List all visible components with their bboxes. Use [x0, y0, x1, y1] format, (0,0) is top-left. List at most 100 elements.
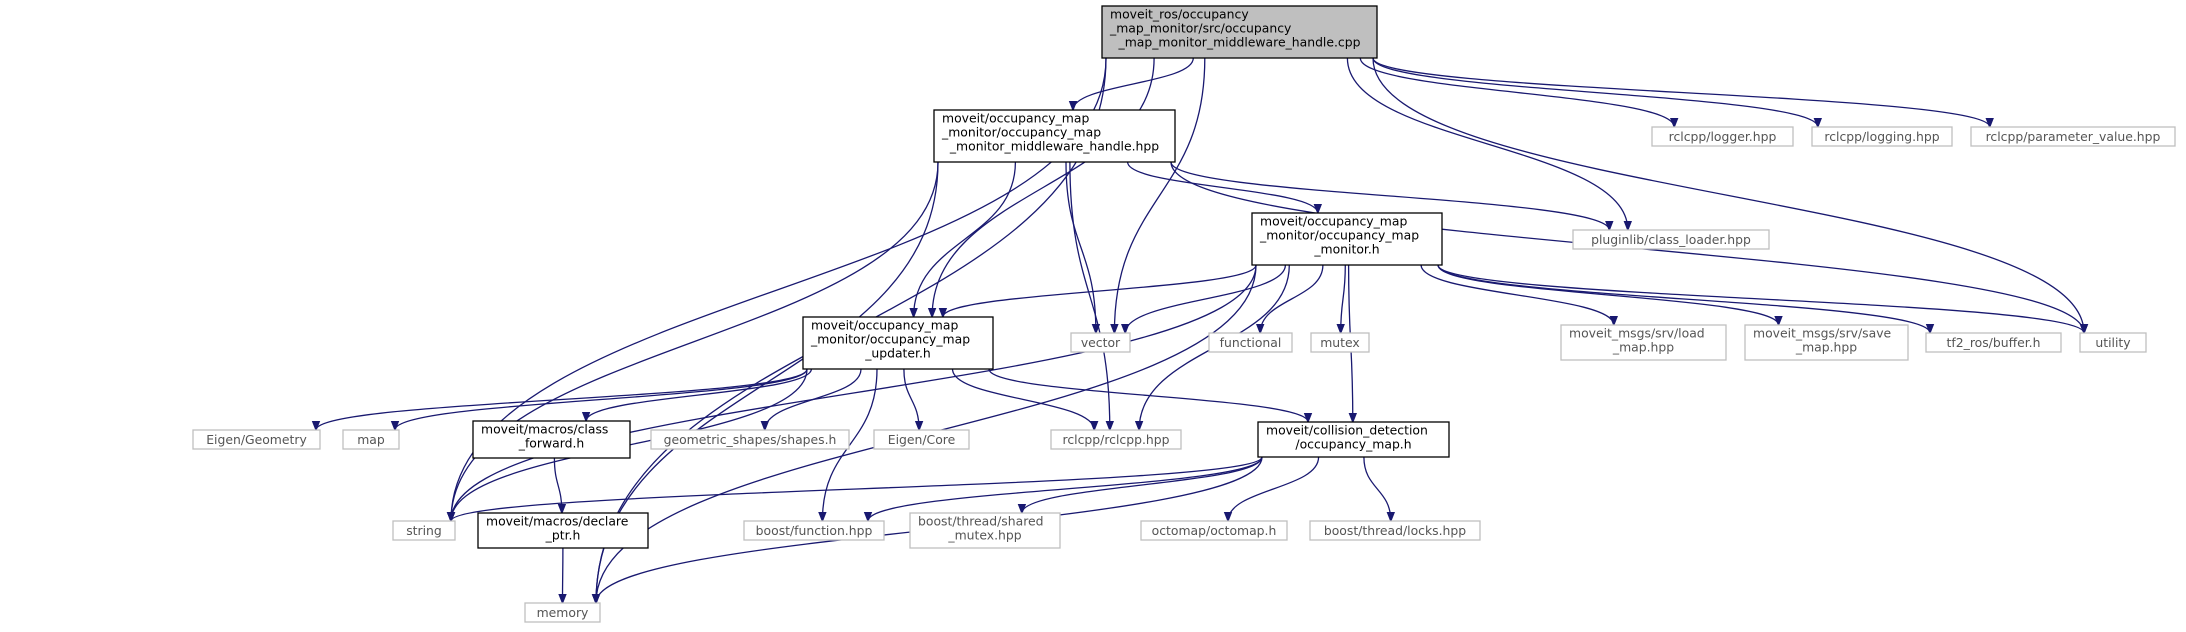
edge-root-to-logging: [1372, 57, 1818, 127]
node-box: [743, 520, 885, 541]
node-savemap[interactable]: moveit_msgs/srv/save_map.hpp: [1744, 324, 1909, 361]
node-functional[interactable]: functional: [1208, 332, 1293, 353]
edge-root-to-classloader: [1346, 57, 1627, 230]
node-label: moveit/macros/class: [481, 422, 608, 437]
edge-occmap-to-octomap: [1228, 456, 1320, 521]
node-label: geometric_shapes/shapes.h: [664, 432, 837, 447]
node-box: [1070, 332, 1131, 353]
node-box: [1310, 332, 1370, 353]
node-eigencore[interactable]: Eigen/Core: [873, 429, 970, 450]
node-label: functional: [1220, 335, 1282, 350]
node-box: [933, 109, 1176, 163]
edge-mwh-to-updater: [914, 161, 1017, 317]
node-map[interactable]: map: [342, 429, 400, 450]
node-label-cont: _map_monitor/src/occupancy: [1109, 21, 1291, 36]
node-rclcpp[interactable]: rclcpp/rclcpp.hpp: [1050, 429, 1182, 450]
edge-occmap-to-boostfunc: [868, 456, 1263, 521]
node-label: string: [406, 523, 442, 538]
node-label: rclcpp/logger.hpp: [1669, 129, 1777, 144]
node-updater[interactable]: moveit/occupancy_map_monitor/occupancy_m…: [802, 316, 994, 370]
node-logger[interactable]: rclcpp/logger.hpp: [1651, 126, 1794, 147]
node-box: [1251, 212, 1443, 266]
node-tf2buffer[interactable]: tf2_ros/buffer.h: [1925, 332, 2062, 353]
node-octomap[interactable]: octomap/octomap.h: [1140, 520, 1288, 541]
node-label: vector: [1081, 335, 1121, 350]
node-label: moveit/occupancy_map: [811, 318, 958, 333]
node-shapes[interactable]: geometric_shapes/shapes.h: [650, 429, 850, 450]
node-mutex[interactable]: mutex: [1310, 332, 1370, 353]
edge-root-to-logger: [1359, 57, 1674, 127]
edge-root-to-mwh: [1073, 57, 1194, 110]
node-box: [1560, 324, 1727, 361]
node-mwh[interactable]: moveit/occupancy_map_monitor/occupancy_m…: [933, 109, 1176, 163]
node-box: [1257, 421, 1450, 458]
node-label: boost/thread/shared: [918, 514, 1044, 529]
node-classfwd[interactable]: moveit/macros/class_forward.h: [472, 420, 631, 459]
node-label: Eigen/Core: [888, 432, 955, 447]
node-box: [524, 602, 601, 623]
node-label: moveit/occupancy_map: [1260, 214, 1407, 229]
node-loadmap[interactable]: moveit_msgs/srv/load_map.hpp: [1560, 324, 1727, 361]
node-label: mutex: [1320, 335, 1360, 350]
node-occmap[interactable]: moveit/collision_detection/occupancy_map…: [1257, 421, 1450, 458]
edge-classfwd-to-declareptr: [553, 457, 562, 513]
node-box: [802, 316, 994, 370]
edge-mwh-to-monitor: [1126, 161, 1318, 213]
node-box: [477, 512, 649, 549]
node-param[interactable]: rclcpp/parameter_value.hpp: [1970, 126, 2176, 147]
edge-updater-to-shapes: [765, 368, 862, 430]
node-label: rclcpp/parameter_value.hpp: [1986, 129, 2161, 144]
node-box: [909, 512, 1061, 549]
edge-mwh-to-rclcpp: [1069, 161, 1110, 430]
node-memory[interactable]: memory: [524, 602, 601, 623]
node-label-cont: _monitor/occupancy_map: [1259, 228, 1419, 243]
node-label: memory: [537, 605, 589, 620]
node-box: [1572, 229, 1770, 250]
node-label: moveit_msgs/srv/save: [1753, 326, 1891, 341]
edge-root-to-updater: [932, 57, 1155, 317]
node-label-cont: _ptr.h: [545, 528, 581, 543]
edge-monitor-to-functional: [1260, 264, 1324, 333]
node-box: [1925, 332, 2062, 353]
node-vector[interactable]: vector: [1070, 332, 1131, 353]
node-sharedmutex[interactable]: boost/thread/shared_mutex.hpp: [909, 512, 1061, 549]
node-box: [1140, 520, 1288, 541]
node-box: [1309, 520, 1481, 541]
edge-monitor-to-vector: [1125, 264, 1287, 333]
nodes-layer: moveit_ros/occupancy_map_monitor/src/occ…: [192, 5, 2176, 623]
node-label: tf2_ros/buffer.h: [1947, 335, 2041, 350]
node-box: [1970, 126, 2176, 147]
node-string[interactable]: string: [392, 520, 456, 541]
node-label: moveit_msgs/srv/load: [1569, 326, 1705, 341]
node-label-cont: _map.hpp: [1795, 340, 1857, 355]
edge-monitor-to-loadmap: [1420, 264, 1614, 325]
node-monitor[interactable]: moveit/occupancy_map_monitor/occupancy_m…: [1251, 212, 1443, 266]
edge-root-to-utility: [1372, 57, 2084, 333]
node-box: [1208, 332, 1293, 353]
edge-monitor-to-tf2buffer: [1437, 264, 1930, 333]
node-boostfunc[interactable]: boost/function.hpp: [743, 520, 885, 541]
node-box: [1811, 126, 1953, 147]
node-eigengeom[interactable]: Eigen/Geometry: [192, 429, 321, 450]
node-classloader[interactable]: pluginlib/class_loader.hpp: [1572, 229, 1770, 250]
node-box: [1744, 324, 1909, 361]
node-label-cont: _monitor_middleware_handle.hpp: [949, 139, 1159, 154]
node-locks[interactable]: boost/thread/locks.hpp: [1309, 520, 1481, 541]
edge-monitor-to-mutex: [1341, 264, 1346, 333]
node-label-cont: /occupancy_map.h: [1295, 437, 1411, 452]
node-box: [392, 520, 456, 541]
node-utility[interactable]: utility: [2079, 332, 2147, 353]
node-logging[interactable]: rclcpp/logging.hpp: [1811, 126, 1953, 147]
node-root[interactable]: moveit_ros/occupancy_map_monitor/src/occ…: [1101, 5, 1378, 59]
edge-occmap-to-locks: [1363, 456, 1391, 521]
node-label: boost/function.hpp: [756, 523, 873, 538]
node-label: rclcpp/rclcpp.hpp: [1063, 432, 1170, 447]
edge-updater-to-map: [395, 368, 808, 430]
node-declareptr[interactable]: moveit/macros/declare_ptr.h: [477, 512, 649, 549]
node-label-cont: _map.hpp: [1612, 340, 1674, 355]
edge-updater-to-classfwd: [586, 368, 813, 421]
edge-updater-to-eigencore: [903, 368, 919, 430]
node-box: [342, 429, 400, 450]
node-label-cont: _monitor/occupancy_map: [941, 125, 1101, 140]
node-label-cont: _map_monitor_middleware_handle.cpp: [1118, 35, 1361, 50]
